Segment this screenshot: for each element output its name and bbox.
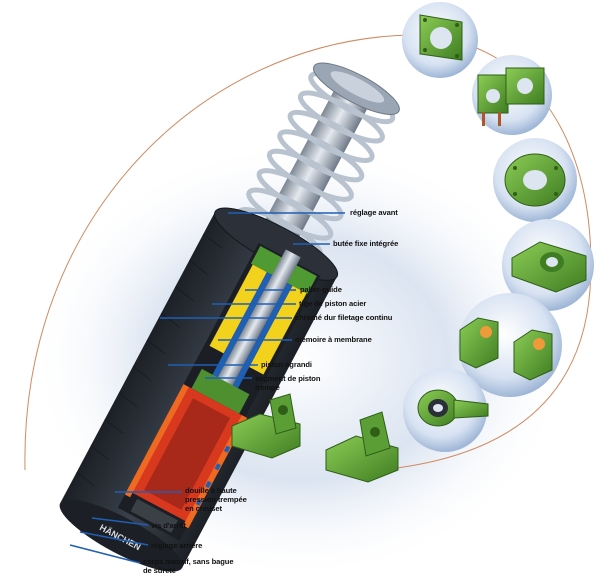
swivel-mount bbox=[511, 241, 587, 293]
label-reglage-avant: réglage avant bbox=[350, 208, 398, 217]
rod-end-eye bbox=[417, 389, 489, 427]
label-corps-massif: corps massif, sans bague de sûreté bbox=[143, 557, 234, 575]
split-clamp-flange bbox=[477, 67, 545, 126]
pillow-block-mounts bbox=[459, 317, 553, 381]
clevis-bracket-left bbox=[231, 393, 301, 459]
round-flange bbox=[504, 153, 566, 207]
label-segment-de-piston-trempe: segment de piston trempé bbox=[255, 374, 321, 392]
label-palier-guide: palier-guide bbox=[300, 285, 342, 294]
label-chrome-dur-filetage-continu: chromé dur filetage continu bbox=[295, 313, 393, 322]
label-butee-fixe-integree: butée fixe intégrée bbox=[333, 239, 399, 248]
clevis-bracket-right bbox=[325, 411, 399, 483]
leader-lines bbox=[69, 212, 345, 564]
label-memoire-a-membrane: mémoire à membrane bbox=[295, 335, 372, 344]
label-piston-agrandi: piston agrandi bbox=[261, 360, 312, 369]
label-vis-d-arret: vis d'arrêt bbox=[151, 521, 186, 530]
label-reglage-arriere: réglage arrière bbox=[151, 541, 203, 550]
label-douille-a-haute-pression: douille à haute pression trempée en creu… bbox=[185, 486, 247, 513]
label-tige-de-piston-acier: tige de piston acier bbox=[299, 299, 367, 308]
square-flange bbox=[419, 14, 463, 61]
